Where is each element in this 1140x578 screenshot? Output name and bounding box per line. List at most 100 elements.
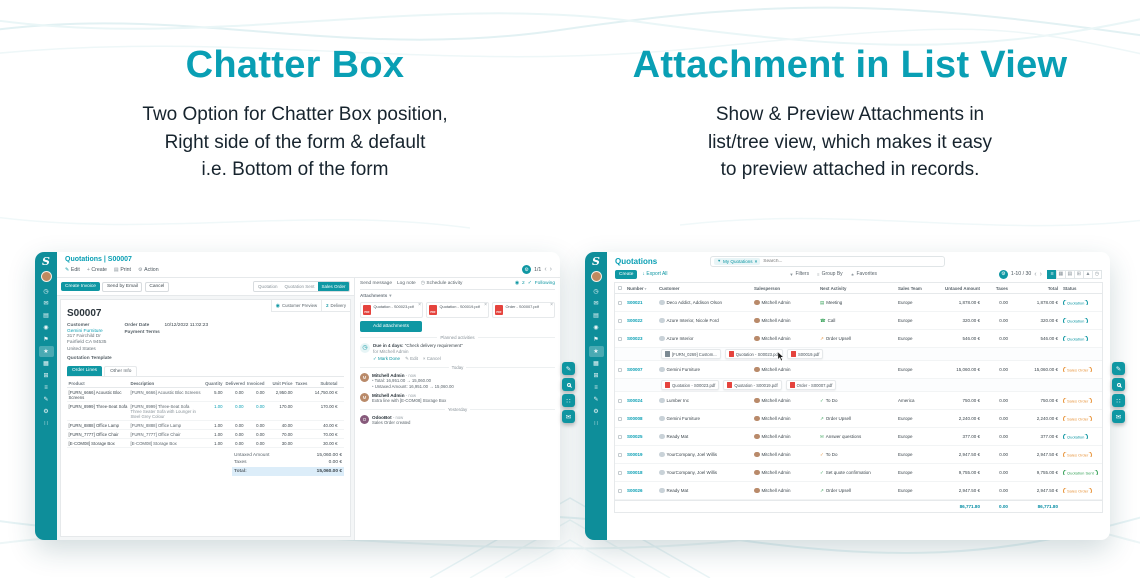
col-next-activity[interactable]: Next Activity — [820, 285, 847, 291]
quotation-number[interactable]: S00007 — [627, 367, 643, 372]
send-by-email-button[interactable]: Send by Email — [102, 281, 143, 292]
attachment-chip[interactable]: [FURN_0269] Custom... — [661, 349, 721, 359]
attachments-header[interactable]: Attachments ▾ — [360, 293, 555, 299]
add-attachments-button[interactable]: Add attachments — [360, 320, 422, 332]
order-line-row[interactable]: [FURN_6666] Acoustic Bloc Screens[FURN_6… — [67, 388, 344, 403]
schedule-activity-tab[interactable]: ◷Schedule activity — [421, 281, 463, 286]
row-checkbox[interactable] — [615, 434, 625, 439]
remove-attachment-icon[interactable]: × — [418, 301, 421, 308]
quotation-number[interactable]: S00021 — [627, 300, 643, 305]
next-activity-cell[interactable]: ↗Order Upsell — [818, 416, 896, 422]
tab-order-lines[interactable]: Order Lines — [67, 366, 103, 377]
quotation-number[interactable]: S00025 — [627, 434, 643, 439]
row-checkbox[interactable] — [615, 336, 625, 341]
dashboard-icon[interactable]: ▦ — [43, 361, 49, 367]
row-checkbox[interactable] — [615, 488, 625, 493]
col-taxes[interactable]: Taxes — [995, 285, 1008, 291]
attachment-card[interactable]: PDF Order - S00007.pdf × — [492, 301, 555, 318]
cancel-button[interactable]: Cancel — [144, 281, 169, 292]
customer-name[interactable]: Gemini Furniture — [67, 329, 103, 334]
invoicing-icon[interactable]: ≡ — [44, 384, 48, 391]
next-activity-cell[interactable]: ☎Call — [818, 318, 896, 324]
quotation-number[interactable]: S00019 — [627, 452, 643, 457]
col-description[interactable]: Description — [130, 380, 155, 386]
following-button[interactable]: Following — [534, 281, 555, 286]
remove-filter-icon[interactable]: × — [754, 258, 758, 264]
crm-icon[interactable]: ⚑ — [43, 337, 49, 343]
export-all-button[interactable]: ↓Export All — [642, 271, 667, 277]
quotation-number[interactable]: S00026 — [627, 488, 643, 493]
row-checkbox[interactable] — [615, 398, 625, 403]
order-line-row[interactable]: [FURN_7777] Office Chair[FURN_7777] Offi… — [67, 430, 344, 440]
attachment-chip[interactable]: Quotation - S00019.pdf — [723, 380, 782, 390]
remove-attachment-icon[interactable]: × — [484, 301, 487, 308]
print-button[interactable]: ▤Print — [114, 267, 131, 273]
sales-icon[interactable]: ★ — [588, 346, 604, 357]
invoicing-icon[interactable]: ≡ — [594, 384, 598, 391]
col-untaxed[interactable]: Untaxed Amount — [945, 285, 980, 291]
send-message-tab[interactable]: Send message — [360, 281, 392, 286]
col-number[interactable]: Number▾ — [625, 286, 657, 291]
prev-page-icon[interactable]: ‹ — [544, 266, 547, 273]
row-checkbox[interactable] — [615, 470, 625, 475]
col-salesperson[interactable]: Salesperson — [754, 285, 781, 291]
next-activity-cell[interactable]: ↗Order Upsell — [818, 336, 896, 342]
attachment-chip[interactable]: Order - S00007.pdf — [785, 380, 837, 390]
row-checkbox[interactable] — [615, 416, 625, 421]
col-invoiced[interactable]: Invoiced — [247, 380, 265, 386]
clock-icon[interactable]: ◷ — [43, 289, 49, 295]
attachment-card[interactable]: PDF Quotation - S00019.pdf × — [426, 301, 489, 318]
create-button[interactable]: +Create — [87, 267, 107, 273]
next-activity-cell[interactable]: ✓To Do — [818, 452, 896, 458]
notes-icon[interactable]: ✎ — [593, 397, 599, 403]
row-checkbox[interactable] — [615, 452, 625, 457]
quotation-number[interactable]: S00018 — [627, 470, 643, 475]
chat-tool-button[interactable]: ✉ — [562, 410, 575, 423]
discuss-icon[interactable]: ✉ — [43, 301, 49, 307]
attachment-chip[interactable]: Quotation - S00023.pdf — [724, 349, 783, 359]
apps-icon[interactable]: ∷ — [594, 421, 598, 427]
log-note-tab[interactable]: Log note — [397, 281, 416, 286]
quotation-number[interactable]: S00024 — [627, 398, 643, 403]
edit-button[interactable]: ✎Edit — [65, 267, 80, 273]
create-button[interactable]: Create — [615, 269, 638, 279]
settings-icon[interactable]: ⚙ — [43, 409, 49, 415]
order-line-row[interactable]: [FURN_8999] Three-Seat Sofa[FURN_8999] T… — [67, 402, 344, 422]
col-subtotal[interactable]: Subtotal — [320, 380, 338, 386]
quotation-number[interactable]: S00023 — [627, 336, 643, 341]
search-tool-button[interactable] — [562, 378, 575, 391]
cancel-activity-button[interactable]: × Cancel — [423, 356, 441, 362]
row-checkbox[interactable] — [615, 318, 625, 323]
calendar-icon[interactable]: ▤ — [593, 313, 599, 319]
app-logo[interactable]: S — [592, 255, 600, 268]
module-toggle-button[interactable]: ⚙ — [998, 269, 1008, 279]
col-product[interactable]: Product — [68, 380, 85, 386]
search-input[interactable] — [763, 258, 942, 264]
crm-icon[interactable]: ⚑ — [593, 337, 599, 343]
step-quotation[interactable]: Quotation — [254, 282, 281, 291]
customer-preview-button[interactable]: ◉Customer Preview — [272, 300, 321, 311]
order-date-value[interactable]: 10/12/2022 11:02:23 — [164, 323, 209, 328]
next-page-icon[interactable]: › — [549, 266, 552, 273]
inventory-icon[interactable]: ⊞ — [593, 373, 599, 379]
dashboard-icon[interactable]: ▦ — [593, 361, 599, 367]
step-quotation-sent[interactable]: Quotation Sent — [280, 282, 318, 291]
create-invoice-button[interactable]: Create Invoice — [61, 282, 100, 291]
col-total[interactable]: Total — [1047, 285, 1058, 291]
row-checkbox[interactable] — [615, 367, 625, 372]
order-line-row[interactable]: [FURN_8888] Office Lamp[FURN_8888] Offic… — [67, 421, 344, 431]
search-tool-button[interactable] — [1112, 378, 1125, 391]
col-delivered[interactable]: Delivered — [225, 380, 245, 386]
contacts-icon[interactable]: ◉ — [43, 325, 49, 331]
filters-button[interactable]: ▼Filters — [789, 271, 809, 277]
grid-tool-button[interactable]: ∷ — [562, 394, 575, 407]
group-by-button[interactable]: ≡Group By — [817, 271, 843, 277]
col-sales-team[interactable]: Sales Team — [898, 285, 922, 291]
